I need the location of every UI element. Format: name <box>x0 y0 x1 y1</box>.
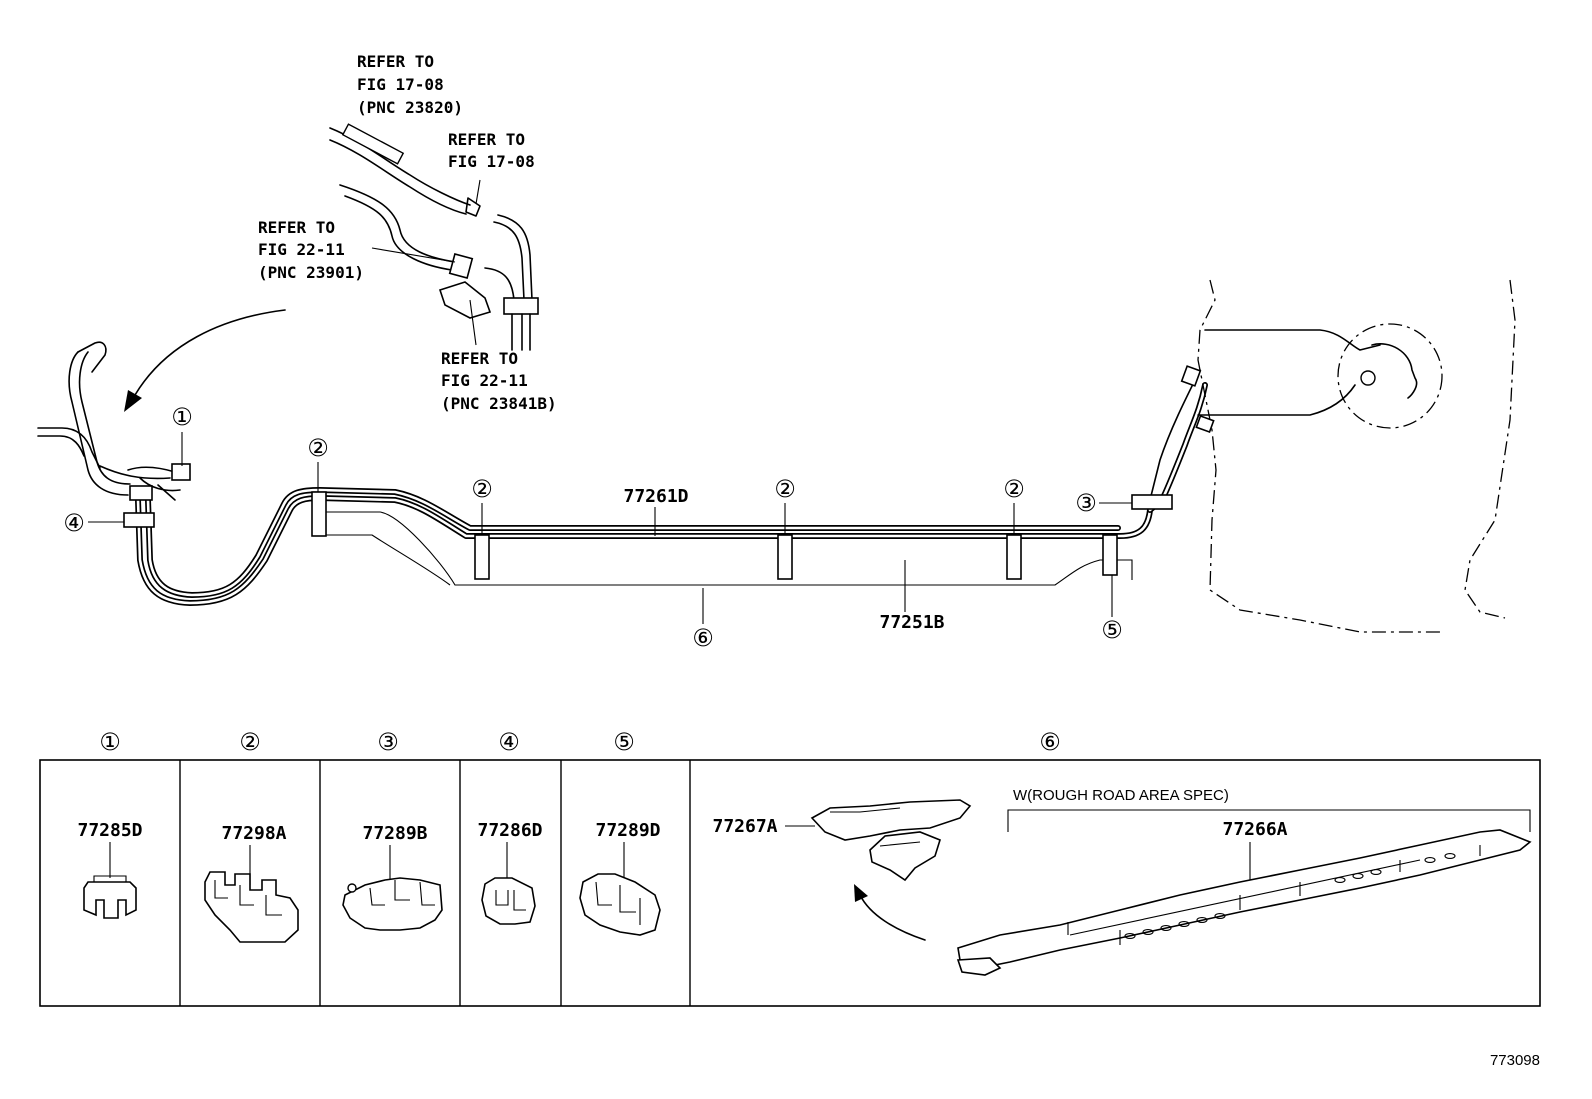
callout-2a: ② <box>307 435 329 462</box>
parts-legend-table: ① ② ③ ④ ⑤ ⑥ 77285D 77298A 77289B <box>39 729 1541 1007</box>
clamp-2d <box>1006 534 1022 580</box>
callout-2b: ② <box>471 476 493 503</box>
svg-text:FIG 22-11: FIG 22-11 <box>441 371 528 390</box>
clip-77289b-icon <box>342 877 443 931</box>
rough-road-spec-note: W(ROUGH ROAD AREA SPEC) <box>1013 787 1229 804</box>
legend-header-1: ① <box>99 729 121 756</box>
clamp-5 <box>1102 534 1118 576</box>
callout-6: ⑥ <box>692 625 714 652</box>
callout-2d: ② <box>1003 476 1025 503</box>
svg-text:FIG 17-08: FIG 17-08 <box>357 75 444 94</box>
refer-fig17-08-pnc23820: REFER TO FIG 17-08 (PNC 23820) <box>357 52 463 117</box>
clamp-3 <box>1131 494 1173 510</box>
refer-fig22-11-pnc23841b: REFER TO FIG 22-11 (PNC 23841B) <box>441 349 557 413</box>
refer-fig22-11-pnc23901: REFER TO FIG 22-11 (PNC 23901) <box>258 218 364 282</box>
svg-text:REFER TO: REFER TO <box>258 218 335 237</box>
part-77289b-label: 77289B <box>362 823 427 844</box>
legend-header-6: ⑥ <box>1039 729 1061 756</box>
reference-hoses <box>329 123 539 351</box>
install-arrow-icon <box>854 884 926 941</box>
clip-77286d-icon <box>481 877 536 925</box>
svg-text:REFER TO: REFER TO <box>448 130 525 149</box>
svg-text:REFER TO: REFER TO <box>357 52 434 71</box>
clip-77285d-icon <box>83 875 137 919</box>
callout-3: ③ <box>1075 490 1097 517</box>
clip-77289d-icon <box>579 873 661 936</box>
legend-header-5: ⑤ <box>613 729 635 756</box>
refer-fig17-08: REFER TO FIG 17-08 <box>448 130 535 171</box>
clip-77298a-icon <box>204 871 299 943</box>
part-77298a-label: 77298A <box>221 823 286 844</box>
part-77251b-label: 77251B <box>879 612 944 633</box>
svg-text:FIG 22-11: FIG 22-11 <box>258 240 345 259</box>
clamp-4 <box>123 512 155 528</box>
clamp-2c <box>777 534 793 580</box>
legend-header-2: ② <box>239 729 261 756</box>
part-77285d-label: 77285D <box>77 820 142 841</box>
protector-77266a-icon <box>956 829 1532 976</box>
svg-text:REFER TO: REFER TO <box>441 349 518 368</box>
part-77286d-label: 77286D <box>477 820 542 841</box>
protector-77267a-icon <box>810 799 972 882</box>
svg-text:(PNC 23820): (PNC 23820) <box>357 98 463 117</box>
callout-2c: ② <box>774 476 796 503</box>
main-fuel-tubes <box>135 369 1208 606</box>
callout-4: ④ <box>63 510 85 537</box>
clamp-2b <box>474 534 490 580</box>
part-77267a-label: 77267A <box>712 816 777 837</box>
svg-text:FIG 17-08: FIG 17-08 <box>448 152 535 171</box>
callout-markers: ① ④ ② ② ② ② ③ ⑤ ⑥ <box>63 404 1123 652</box>
clamp-2a <box>311 491 327 537</box>
part-77261d-label: 77261D <box>623 486 688 507</box>
leader-lines <box>88 432 1132 624</box>
callout-5: ⑤ <box>1101 617 1123 644</box>
svg-text:(PNC 23841B): (PNC 23841B) <box>441 394 557 413</box>
figure-number: 773098 <box>1490 1052 1540 1069</box>
left-filler-tubes <box>37 341 191 501</box>
part-77266a-label: 77266A <box>1222 819 1287 840</box>
svg-text:(PNC 23901): (PNC 23901) <box>258 263 364 282</box>
clamp-1 <box>129 485 153 501</box>
callout-1: ① <box>171 404 193 431</box>
rear-axle-outline <box>1180 279 1516 633</box>
legend-header-4: ④ <box>498 729 520 756</box>
legend-header-3: ③ <box>377 729 399 756</box>
detail-arrow-icon <box>124 309 286 412</box>
part-77289d-label: 77289D <box>595 820 660 841</box>
